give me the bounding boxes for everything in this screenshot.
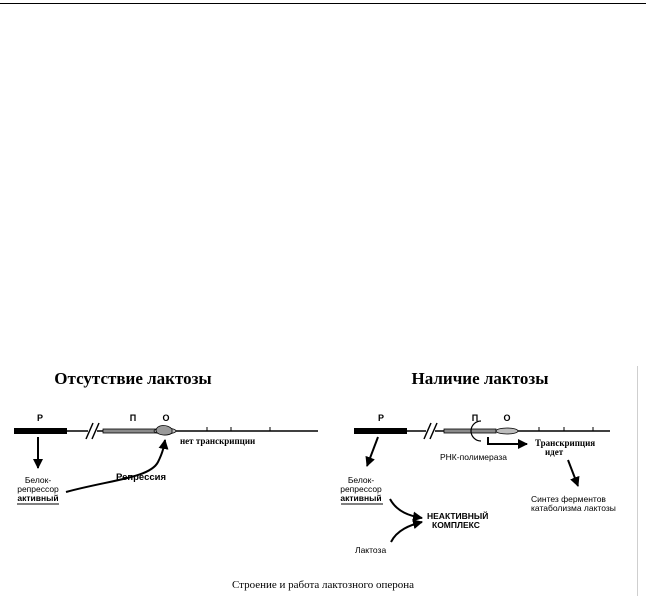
repression-label: Репрессия — [116, 472, 166, 483]
promoter-region — [443, 428, 497, 434]
panel-title-no-lactose: Отсутствие лактозы — [54, 369, 211, 388]
arrow-to-synthesis — [567, 459, 580, 487]
no-transcription-label: нет транскрипции — [180, 436, 255, 446]
dna-break-mark — [429, 422, 438, 440]
repressor-label-line1: Белок- — [25, 475, 52, 485]
panel-lactose-present: Наличие лактозы Р П О РНК-полимераза Тра… — [340, 369, 616, 555]
rna-polymerase-label: РНК-полимераза — [440, 452, 507, 462]
panel-no-lactose: Отсутствие лактозы Р П О нет транскрипци… — [14, 369, 318, 505]
gene-p-block — [354, 428, 407, 434]
synthesis-label-line2: катаболизма лактозы — [531, 503, 616, 513]
lactose-to-complex-arrow — [390, 519, 423, 543]
repressor-label-line2: репрессор — [17, 484, 59, 494]
bound-repressor-shape — [155, 425, 173, 436]
synthesis-label-line1: Синтез ферментов — [531, 494, 606, 504]
repressor-label-active: активный — [340, 493, 381, 503]
panel-title-lactose-present: Наличие лактозы — [412, 369, 549, 388]
transcription-label-line2: идет — [545, 447, 564, 457]
gene-p-label: Р — [37, 413, 43, 423]
right-edge-rule — [637, 366, 638, 596]
inactive-complex-line2: КОМПЛЕКС — [432, 520, 480, 530]
gene-p-block — [14, 428, 67, 434]
dna-break-mark — [423, 422, 432, 440]
transcription-label-line1: Транскрипция — [535, 438, 595, 448]
inactive-complex-line1: НЕАКТИВНЫЙ — [427, 510, 488, 521]
repressor-to-complex-arrow — [389, 498, 423, 522]
promoter-label: П — [130, 413, 136, 423]
promoter-region — [102, 428, 159, 434]
repressor-label-line1: Белок- — [348, 475, 375, 485]
repressor-label-line2: репрессор — [340, 484, 382, 494]
arrow-gene-to-repressor — [365, 436, 379, 467]
transcription-arrow — [487, 437, 528, 449]
lactose-label: Лактоза — [355, 545, 386, 555]
rna-polymerase-shape — [470, 420, 482, 442]
promoter-label: П — [472, 413, 478, 423]
operator-region — [495, 427, 519, 435]
operator-label: О — [162, 413, 169, 423]
dna-break-mark — [85, 422, 94, 440]
dna-break-mark — [91, 422, 100, 440]
gene-p-label: Р — [378, 413, 384, 423]
repressor-label-active: активный — [17, 493, 58, 503]
repression-arrow — [65, 439, 169, 493]
operator-label: О — [503, 413, 510, 423]
figure-caption: Строение и работа лактозного оперона — [232, 579, 414, 591]
top-rule — [0, 3, 646, 4]
